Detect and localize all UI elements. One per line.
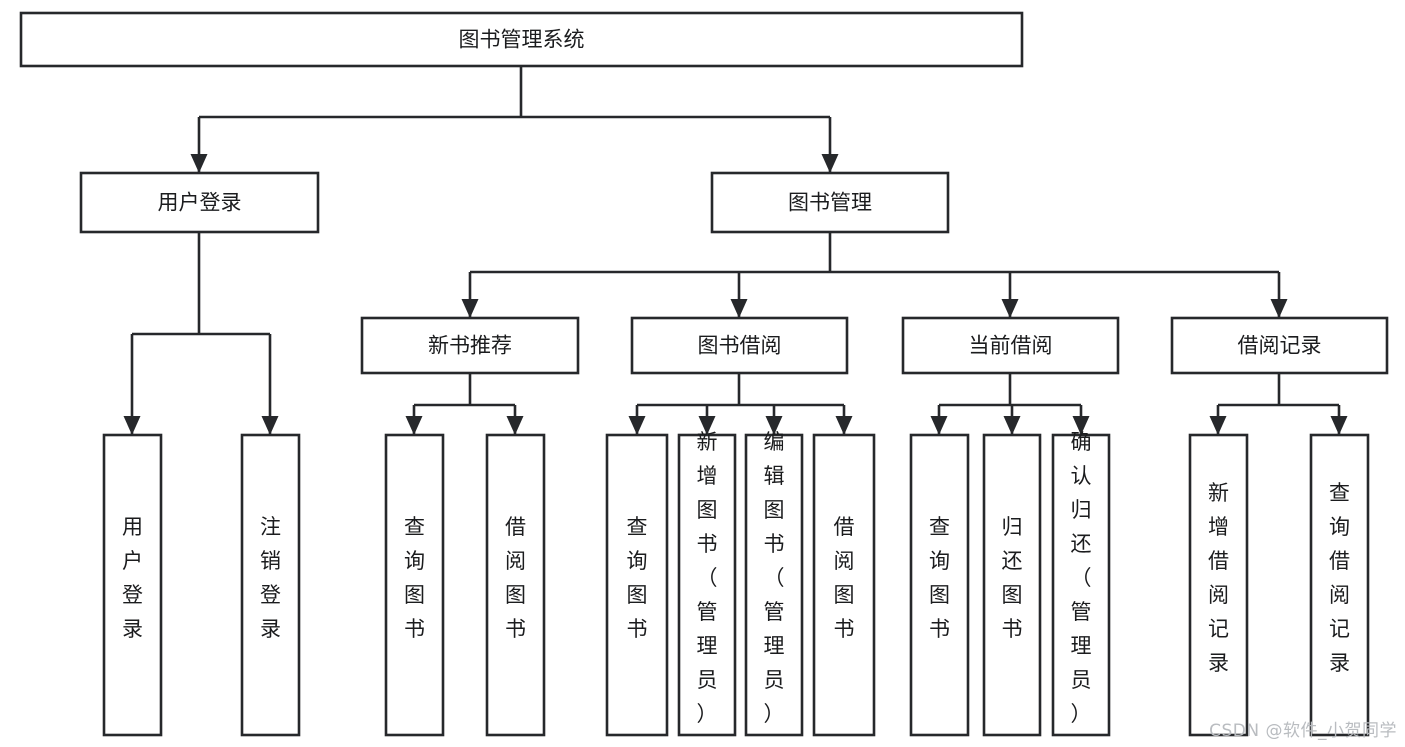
node-label: 查询图书: [404, 515, 425, 641]
node-box: [630, 316, 849, 375]
level1-node-用户登录[interactable]: 用户登录: [79, 171, 320, 234]
arrow-head-icon: [1001, 299, 1019, 318]
level2-node-图书借阅[interactable]: 图书借阅: [630, 316, 849, 375]
leaf-node-借阅图书[interactable]: 借阅图书: [812, 433, 876, 737]
node-box: [710, 171, 950, 234]
leaf-node-编辑图书管理员[interactable]: 编辑图书（管理员）: [744, 430, 804, 737]
level2-node-借阅记录[interactable]: 借阅记录: [1170, 316, 1389, 375]
connector-借阅记录-to-leaves: [1209, 373, 1348, 435]
node-box: [812, 433, 876, 737]
arrow-head-icon: [190, 154, 208, 173]
node-label: 新增借阅记录: [1208, 481, 1229, 675]
node-box: [102, 433, 163, 737]
leaf-node-注销登录[interactable]: 注销登录: [240, 433, 301, 737]
node-label: 注销登录: [260, 515, 281, 641]
node-box: [360, 316, 580, 375]
arrow-head-icon: [835, 416, 853, 435]
arrow-head-icon: [1003, 416, 1021, 435]
leaf-node-查询图书[interactable]: 查询图书: [384, 433, 445, 737]
node-label: 当前借阅: [969, 334, 1053, 358]
leaf-node-借阅图书[interactable]: 借阅图书: [485, 433, 546, 737]
node-label: 借阅图书: [834, 515, 855, 641]
arrow-head-icon: [506, 416, 524, 435]
node-box: [19, 11, 1024, 68]
leaf-node-查询借阅记录[interactable]: 查询借阅记录: [1309, 433, 1370, 737]
node-label: 确认归还（管理员）: [1071, 430, 1092, 726]
arrow-head-icon: [1209, 416, 1227, 435]
node-box: [485, 433, 546, 737]
watermark-text: CSDN @软件_小贺同学: [1209, 721, 1397, 741]
node-label: 图书借阅: [698, 334, 782, 358]
arrow-head-icon: [405, 416, 423, 435]
arrow-head-icon: [1330, 416, 1348, 435]
leaf-node-新增图书管理员[interactable]: 新增图书（管理员）: [677, 430, 737, 737]
node-label: 图书管理: [788, 191, 872, 215]
node-box: [605, 433, 669, 737]
node-label: 新书推荐: [428, 334, 512, 358]
node-label: 归还图书: [1002, 515, 1023, 641]
connector-当前借阅-to-leaves: [930, 373, 1090, 435]
node-label: 查询图书: [627, 515, 648, 641]
node-label: 图书管理系统: [459, 28, 585, 52]
node-box: [1309, 433, 1370, 737]
leaf-node-用户登录[interactable]: 用户登录: [102, 433, 163, 737]
node-label: 用户登录: [158, 191, 242, 215]
arrow-head-icon: [730, 299, 748, 318]
root-node-图书管理系统[interactable]: 图书管理系统: [19, 11, 1024, 68]
node-label: 用户登录: [122, 515, 143, 641]
node-label: 查询借阅记录: [1329, 481, 1350, 675]
arrow-head-icon: [1270, 299, 1288, 318]
connector-user-login-to-leaves: [123, 232, 279, 435]
node-box: [1170, 316, 1389, 375]
connector-book-mgmt-to-level2: [461, 232, 1288, 318]
node-label: 新增图书（管理员）: [697, 430, 718, 726]
node-box: [909, 433, 970, 737]
node-box: [384, 433, 445, 737]
leaf-node-归还图书[interactable]: 归还图书: [982, 433, 1042, 737]
arrow-head-icon: [698, 416, 716, 435]
level2-node-新书推荐[interactable]: 新书推荐: [360, 316, 580, 375]
node-layer: 图书管理系统用户登录图书管理新书推荐图书借阅当前借阅借阅记录用户登录注销登录查询…: [19, 11, 1389, 737]
node-label: 借阅图书: [505, 515, 526, 641]
node-box: [982, 433, 1042, 737]
arrow-head-icon: [821, 154, 839, 173]
level1-node-图书管理[interactable]: 图书管理: [710, 171, 950, 234]
connector-新书推荐-to-leaves: [405, 373, 524, 435]
node-box: [1188, 433, 1249, 737]
arrow-head-icon: [930, 416, 948, 435]
connector-图书借阅-to-leaves: [628, 373, 853, 435]
arrow-head-icon: [1072, 416, 1090, 435]
node-box: [901, 316, 1120, 375]
node-box: [744, 433, 804, 737]
node-box: [240, 433, 301, 737]
level2-node-当前借阅[interactable]: 当前借阅: [901, 316, 1120, 375]
connector-layer: [123, 66, 1348, 435]
node-box: [677, 433, 737, 737]
leaf-node-查询图书[interactable]: 查询图书: [605, 433, 669, 737]
node-box: [79, 171, 320, 234]
connector-root-to-level1: [190, 66, 839, 173]
leaf-node-查询图书[interactable]: 查询图书: [909, 433, 970, 737]
node-label: 借阅记录: [1238, 334, 1322, 358]
leaf-node-新增借阅记录[interactable]: 新增借阅记录: [1188, 433, 1249, 737]
node-box: [1051, 433, 1111, 737]
arrow-head-icon: [123, 416, 141, 435]
arrow-head-icon: [628, 416, 646, 435]
node-label: 查询图书: [929, 515, 950, 641]
arrow-head-icon: [765, 416, 783, 435]
arrow-head-icon: [261, 416, 279, 435]
leaf-node-确认归还管理员[interactable]: 确认归还（管理员）: [1051, 430, 1111, 737]
node-label: 编辑图书（管理员）: [764, 430, 785, 726]
arrow-head-icon: [461, 299, 479, 318]
